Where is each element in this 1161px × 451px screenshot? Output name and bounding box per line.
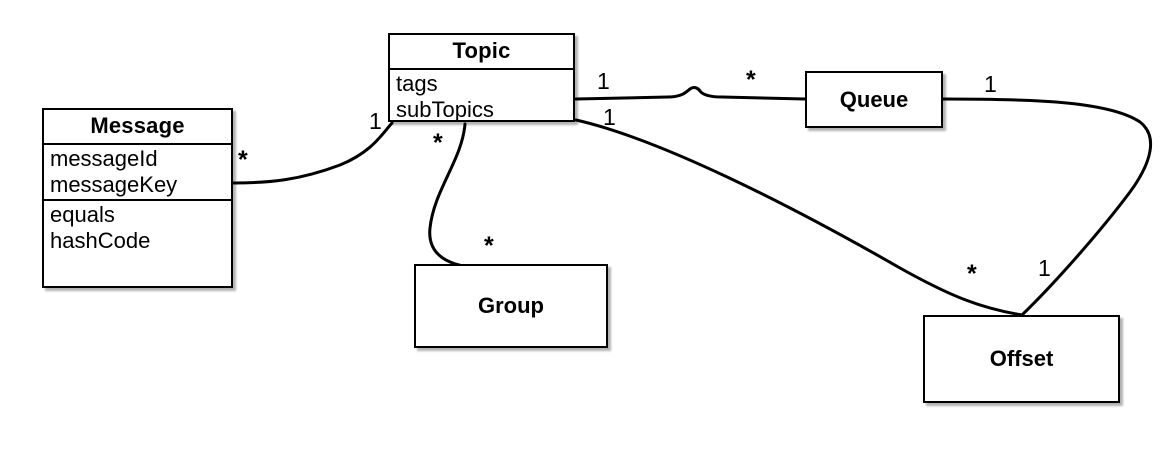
multiplicity-topic-to-offset-one: 1 — [603, 104, 616, 130]
class-name-topic: Topic — [390, 35, 573, 70]
multiplicity-topic-to-group-star: * — [433, 129, 443, 157]
class-box-topic[interactable]: Topic tags subTopics — [388, 33, 575, 122]
edge-topic-group — [428, 122, 522, 270]
class-name-offset: Offset — [989, 346, 1054, 371]
attributes-section-message: messageId messageKey — [44, 145, 231, 202]
class-name-group: Group — [478, 293, 544, 318]
attribute-item: tags — [396, 71, 438, 96]
class-box-group[interactable]: Group — [414, 264, 608, 348]
edge-message-topic — [231, 121, 394, 185]
attribute-item: subTopics — [396, 96, 494, 122]
attribute-item: messageKey — [50, 171, 178, 197]
class-name-queue: Queue — [839, 86, 909, 112]
attribute-item: messageId — [50, 146, 158, 171]
attributes-section-topic: tags subTopics — [390, 70, 573, 124]
multiplicity-topic-to-message-one: 1 — [369, 108, 382, 134]
edge-topic-offset — [574, 118, 1024, 317]
class-box-queue[interactable]: Queue — [805, 71, 943, 128]
edge-queue-offset — [941, 97, 1153, 317]
edge-topic-queue — [574, 86, 807, 101]
multiplicity-queue-to-offset-one: 1 — [984, 71, 997, 97]
operation-item: equals — [50, 202, 115, 228]
operation-item: hashCode — [50, 227, 151, 253]
class-name-message: Message — [44, 110, 231, 145]
class-box-offset[interactable]: Offset — [923, 315, 1120, 403]
class-box-message[interactable]: Message messageId messageKey equals hash… — [42, 108, 233, 288]
operations-section-message: equals hashCode — [44, 201, 231, 255]
multiplicity-group-star: * — [484, 232, 494, 260]
multiplicity-queue-star: * — [746, 66, 756, 94]
multiplicity-offset-from-queue-one: 1 — [1038, 255, 1051, 281]
multiplicity-topic-to-queue-one: 1 — [597, 68, 610, 94]
multiplicity-message-star: * — [238, 146, 248, 174]
multiplicity-offset-from-topic-star: * — [967, 260, 977, 288]
